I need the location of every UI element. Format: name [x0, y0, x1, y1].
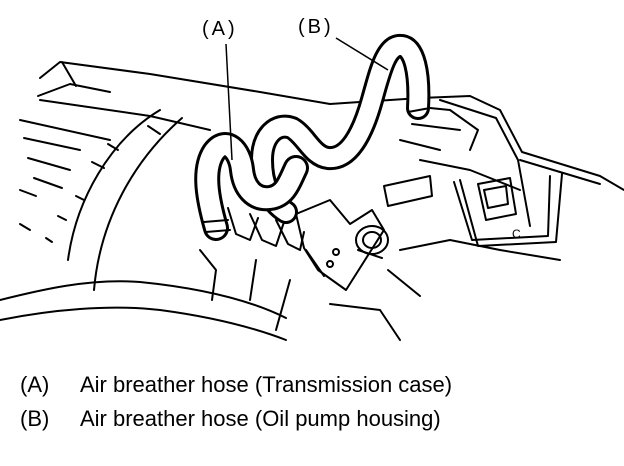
callout-b: (B): [298, 16, 334, 38]
legend-text-a: Air breather hose (Transmission case): [80, 372, 453, 397]
air-breather-hose-a: [194, 132, 309, 241]
wire-bracket: [453, 173, 563, 247]
legend-row-b: (B) Air breather hose (Oil pump housing): [20, 406, 441, 432]
hose-bracket: [227, 199, 385, 291]
mounting-bolt: [355, 225, 389, 259]
leader-lines: [225, 37, 389, 161]
air-breather-hose-b: [250, 34, 431, 224]
legend-key-a: (A): [20, 372, 50, 397]
legend-key-b: (B): [20, 406, 50, 431]
callout-a: (A): [202, 18, 238, 40]
legend-row-a: (A) Air breather hose (Transmission case): [20, 372, 452, 398]
illustration: C (A) (B): [0, 16, 624, 341]
lower-housing-details: [199, 239, 561, 341]
leader-line-a: [225, 43, 233, 161]
transmission-line-drawing: C: [0, 34, 624, 341]
housing-fins: [19, 119, 161, 243]
bracket-mark: C: [512, 227, 521, 241]
sensor-block: [383, 175, 517, 221]
legend-text-b: Air breather hose (Oil pump housing): [80, 406, 441, 431]
leader-line-b: [335, 37, 389, 71]
bell-housing: [0, 109, 287, 341]
